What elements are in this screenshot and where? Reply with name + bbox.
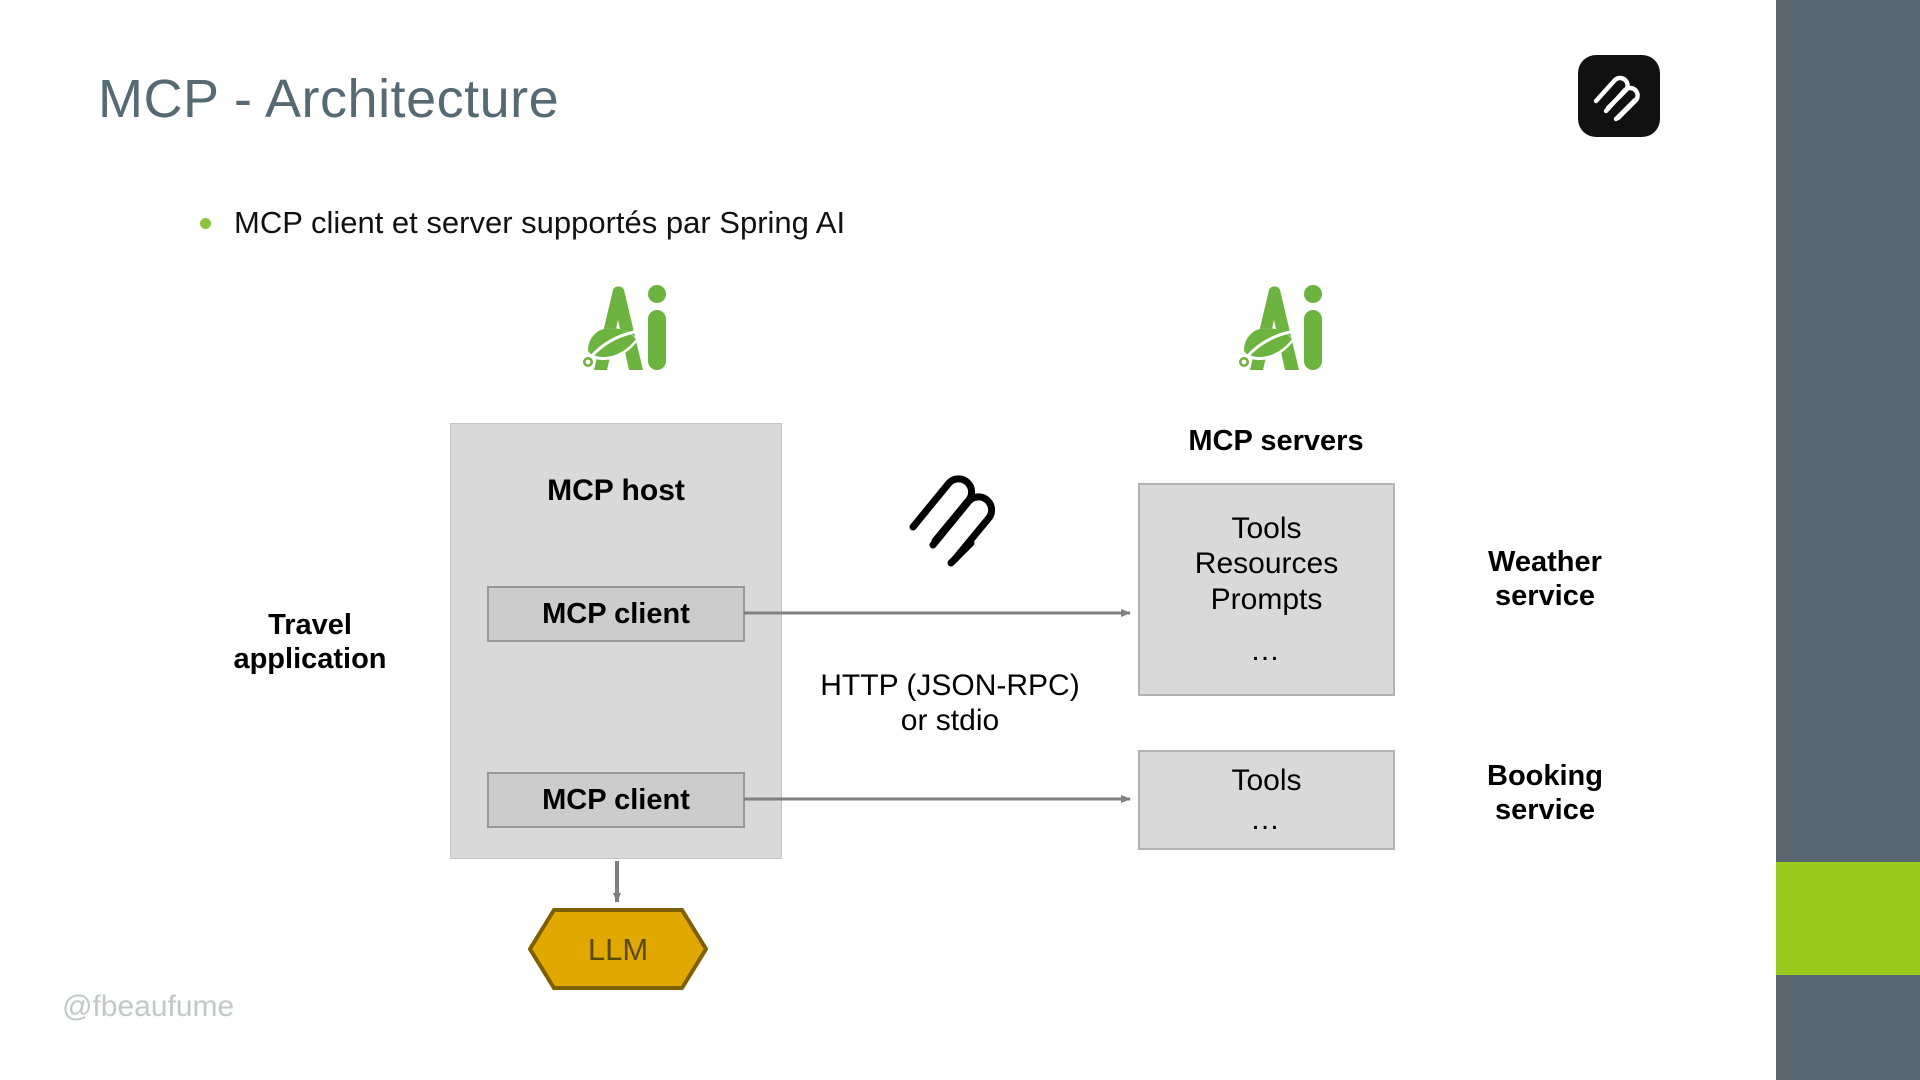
booking-caption-line-1: Booking [1487, 760, 1603, 792]
weather-caption-line-2: service [1495, 580, 1595, 613]
llm-label: LLM [587, 932, 649, 967]
mcp-logo-icon [1578, 55, 1660, 137]
server-box-weather: Tools Resources Prompts … [1138, 483, 1395, 696]
spring-ai-logo-icon-servers [1212, 282, 1324, 379]
server-weather-line-2: Resources [1194, 547, 1339, 581]
server-weather-line-3: Prompts [1210, 582, 1323, 616]
protocol-line-1: HTTP (JSON-RPC) [820, 669, 1080, 702]
mcp-host-box: MCP host MCP client MCP client [450, 423, 782, 859]
right-sidebar-accent-band [1776, 862, 1920, 975]
spring-ai-logo-icon-host [556, 282, 668, 379]
server-booking-ellipsis: … [1250, 803, 1283, 836]
weather-caption-line-1: Weather [1488, 546, 1602, 578]
mcp-host-label: MCP host [547, 474, 685, 507]
server-box-booking: Tools … [1138, 750, 1395, 850]
mcp-servers-heading: MCP servers [1188, 425, 1364, 457]
footer-handle: @fbeaufume [62, 990, 235, 1023]
travel-application-caption: Travel application [200, 608, 420, 676]
mcp-client-box-2: MCP client [487, 772, 745, 828]
mcp-client-box-1: MCP client [487, 586, 745, 642]
booking-caption-line-2: service [1495, 794, 1595, 827]
bullet-text: MCP client et server supportés par Sprin… [234, 205, 846, 240]
llm-hexagon [528, 908, 708, 990]
server-weather-line-1: Tools [1231, 511, 1302, 545]
server-booking-line-1: Tools [1231, 763, 1302, 797]
booking-service-caption: Booking service [1430, 759, 1660, 827]
green-dot-bullet-icon [200, 217, 211, 229]
protocol-label: HTTP (JSON-RPC) or stdio [780, 668, 1120, 739]
weather-service-caption: Weather service [1430, 545, 1660, 613]
travel-caption-line-1: Travel [268, 609, 352, 641]
server-weather-ellipsis: … [1250, 633, 1283, 667]
bullet-item: MCP client et server supportés par Sprin… [200, 205, 845, 241]
travel-caption-line-2: application [233, 643, 387, 676]
mcp-logo-icon-protocol [905, 465, 1010, 580]
page-title: MCP - Architecture [98, 69, 560, 129]
protocol-line-2: or stdio [900, 704, 1000, 738]
